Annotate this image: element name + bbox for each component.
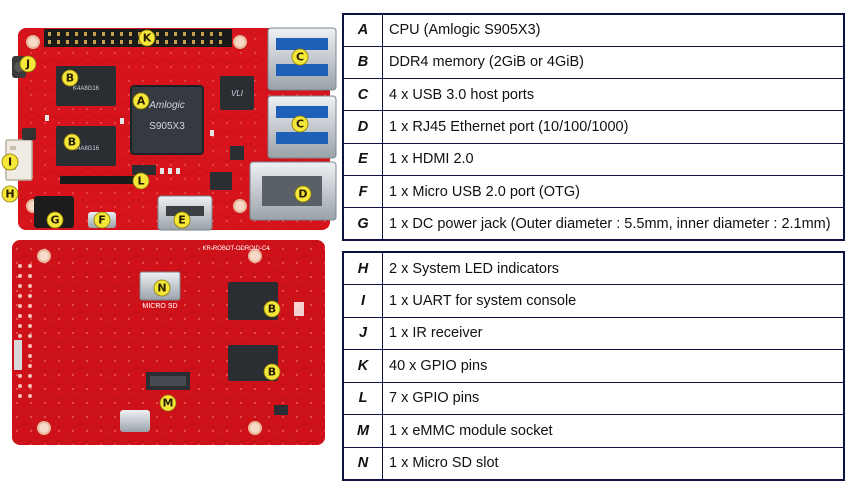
svg-text:H: H — [5, 188, 14, 201]
callout-m: M — [159, 394, 177, 412]
svg-text:I: I — [8, 156, 12, 169]
legend-key: M — [342, 414, 383, 448]
soc-brand-label: Amlogic — [148, 100, 185, 111]
legend-description: 1 x eMMC module socket — [382, 414, 845, 448]
svg-text:G: G — [50, 214, 59, 227]
svg-text:K4A8G16: K4A8G16 — [73, 86, 100, 92]
callout-b-upper: B — [61, 69, 79, 87]
svg-text:A: A — [137, 95, 146, 108]
legend-key: K — [342, 349, 383, 383]
svg-text:C: C — [296, 51, 304, 64]
legend-description: 1 x RJ45 Ethernet port (10/100/1000) — [382, 110, 845, 144]
svg-text:B: B — [268, 366, 276, 379]
svg-text:B: B — [66, 72, 74, 85]
legend-key: F — [342, 174, 383, 209]
board-illustration: K4A8G16 K4A8G16 Amlogic S905X3 VLI — [1, 27, 337, 445]
callout-k: K — [138, 29, 156, 47]
board-top-side: K4A8G16 K4A8G16 Amlogic S905X3 VLI — [1, 27, 337, 231]
legend-description: DDR4 memory (2GiB or 4GiB) — [382, 45, 845, 80]
svg-text:D: D — [298, 188, 307, 201]
legend-description: 2 x System LED indicators — [382, 251, 845, 285]
legend-key: J — [342, 316, 383, 350]
callout-a: A — [132, 92, 150, 110]
legend-key: N — [342, 446, 383, 480]
svg-text:K4A8G16: K4A8G16 — [73, 146, 100, 152]
legend-description: 7 x GPIO pins — [382, 381, 845, 415]
legend-key: G — [342, 207, 383, 241]
board-revision-label: KR-ROBOT-ODROID-C4 — [202, 246, 270, 252]
legend-key: C — [342, 78, 383, 112]
callout-l: L — [132, 172, 150, 190]
callout-g: G — [46, 211, 64, 229]
svg-text:N: N — [157, 282, 166, 295]
callout-b-bottom-lower: B — [263, 363, 281, 381]
svg-text:M: M — [163, 397, 174, 410]
legend-description: 1 x Micro SD slot — [382, 446, 845, 480]
svg-text:VLI: VLI — [231, 89, 244, 98]
svg-text:B: B — [268, 303, 276, 316]
callout-c-lower: C — [291, 115, 309, 133]
legend-description: 1 x HDMI 2.0 — [382, 142, 845, 176]
callout-b-bottom-upper: B — [263, 300, 281, 318]
legend-key: L — [342, 381, 383, 415]
svg-text:L: L — [137, 175, 144, 188]
legend-description: 1 x UART for system console — [382, 284, 845, 318]
legend-description: 1 x IR receiver — [382, 316, 845, 350]
svg-text:C: C — [296, 118, 304, 131]
svg-text:E: E — [178, 214, 186, 227]
board-bottom-side: MICRO SD KR-ROBOT-ODROID-C4 N B B M — [12, 240, 325, 445]
svg-text:F: F — [98, 214, 106, 227]
legend-key: D — [342, 110, 383, 144]
callout-n: N — [153, 279, 171, 297]
callout-j: J — [19, 55, 37, 73]
callout-b-lower: B — [63, 133, 81, 151]
callout-h: H — [1, 185, 19, 203]
legend-key: I — [342, 284, 383, 318]
soc-model-label: S905X3 — [149, 121, 185, 132]
callout-d: D — [294, 185, 312, 203]
sd-slot-label: MICRO SD — [143, 303, 178, 310]
legend-description: 4 x USB 3.0 host ports — [382, 78, 845, 112]
legend-description: 1 x DC power jack (Outer diameter : 5.5m… — [382, 207, 845, 241]
callout-e: E — [173, 211, 191, 229]
callout-f: F — [93, 211, 111, 229]
legend-description: 1 x Micro USB 2.0 port (OTG) — [382, 174, 845, 209]
legend-description: 40 x GPIO pins — [382, 349, 845, 383]
svg-text:B: B — [68, 136, 76, 149]
callout-c-upper: C — [291, 48, 309, 66]
svg-text:K: K — [143, 32, 152, 45]
callout-i: I — [1, 153, 19, 171]
legend-description: CPU (Amlogic S905X3) — [382, 13, 845, 47]
legend-key: E — [342, 142, 383, 176]
legend-key: A — [342, 13, 383, 47]
legend-key: B — [342, 45, 383, 80]
legend-key: H — [342, 251, 383, 285]
svg-text:J: J — [25, 58, 30, 71]
